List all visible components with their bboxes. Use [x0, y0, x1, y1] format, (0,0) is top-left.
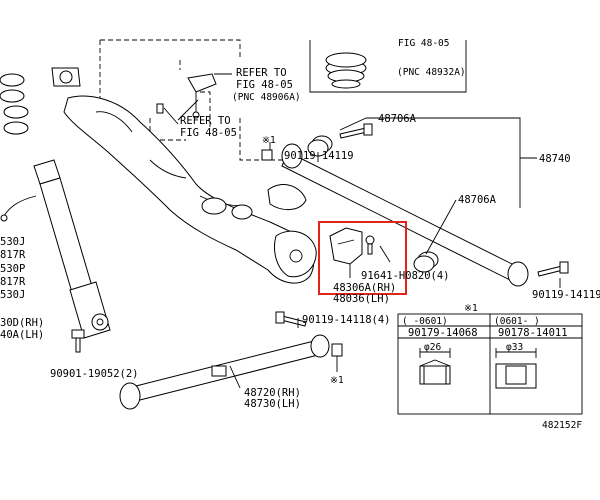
left-label-30d: 30D(RH)	[0, 317, 44, 329]
bracket-refer-1	[187, 73, 217, 119]
left-label-817r-b: 817R	[0, 276, 26, 288]
table-diameter-2: φ33	[506, 342, 523, 353]
shock-absorber	[0, 159, 111, 339]
mark1-table: ※1	[464, 303, 478, 314]
arm-bolt	[275, 311, 307, 327]
upper-mount-left	[51, 67, 81, 87]
label-48720-rh: 48720(RH)	[244, 387, 301, 399]
lateral-control-rod	[281, 143, 529, 287]
label-48706a-top: 48706A	[378, 113, 417, 125]
left-label-530j-b: 530J	[0, 289, 25, 301]
refer-label-1-fig: FIG 48-05	[236, 79, 293, 91]
inset-fig-label: FIG 48-05	[398, 38, 449, 49]
bolt-refer-2	[156, 103, 164, 114]
table-header-2: (0601- )	[494, 316, 540, 327]
figure-code: 482152F	[542, 420, 582, 431]
shock-bolt	[71, 329, 85, 353]
label-48706a-mid: 48706A	[458, 194, 497, 206]
inset-bushing-box	[309, 40, 467, 93]
washer-26	[419, 348, 451, 385]
left-label-530p: 530P	[0, 263, 25, 275]
label-48306a-rh: 48306A(RH)	[333, 282, 396, 294]
table-diameter-1: φ26	[424, 342, 441, 353]
left-label-40a: 40A(LH)	[0, 329, 44, 341]
label-90119-14119-top: 90119-14119	[284, 150, 354, 162]
lower-control-arm	[119, 334, 330, 410]
bushing-lower	[413, 251, 439, 273]
bolt-upper	[339, 123, 373, 139]
mark1-upper: ※1	[262, 135, 276, 146]
nut-upper-left	[261, 149, 273, 161]
refer-label-1: REFER TO	[236, 67, 287, 79]
label-90901-19052: 90901-19052(2)	[50, 368, 139, 380]
arm-nut	[331, 343, 343, 357]
highlight-box	[318, 221, 407, 295]
table-header-1: ( -0601)	[402, 316, 448, 327]
bolt-right	[537, 261, 569, 277]
washer-33	[495, 348, 537, 389]
label-91641: 91641-H0820(4)	[361, 270, 450, 282]
mark1-lower: ※1	[330, 375, 344, 386]
washer-table	[397, 313, 583, 415]
table-part-2: 90178-14011	[498, 327, 568, 339]
table-part-1: 90179-14068	[408, 327, 478, 339]
left-label-530j: 530J	[0, 236, 25, 248]
label-48730-lh: 48730(LH)	[244, 398, 301, 410]
left-label-817r-a: 817R	[0, 249, 26, 261]
refer-label-2: REFER TO	[180, 115, 231, 127]
label-90119-14119-right: 90119-14119	[532, 289, 600, 301]
refer-label-1-pnc: (PNC 48906A)	[232, 92, 301, 103]
refer-label-2-fig: FIG 48-05	[180, 127, 237, 139]
label-48036-lh: 48036(LH)	[333, 293, 390, 305]
inset-pnc-label: (PNC 48932A)	[397, 67, 466, 78]
axle-housing	[63, 95, 317, 284]
coil-spring-bushing	[325, 52, 367, 89]
bushing-upper	[307, 135, 333, 157]
bushing-stack-left	[0, 73, 29, 135]
bound-stopper	[329, 227, 375, 265]
label-90119-14118: 90119-14118(4)	[302, 314, 391, 326]
label-48740: 48740	[539, 153, 571, 165]
